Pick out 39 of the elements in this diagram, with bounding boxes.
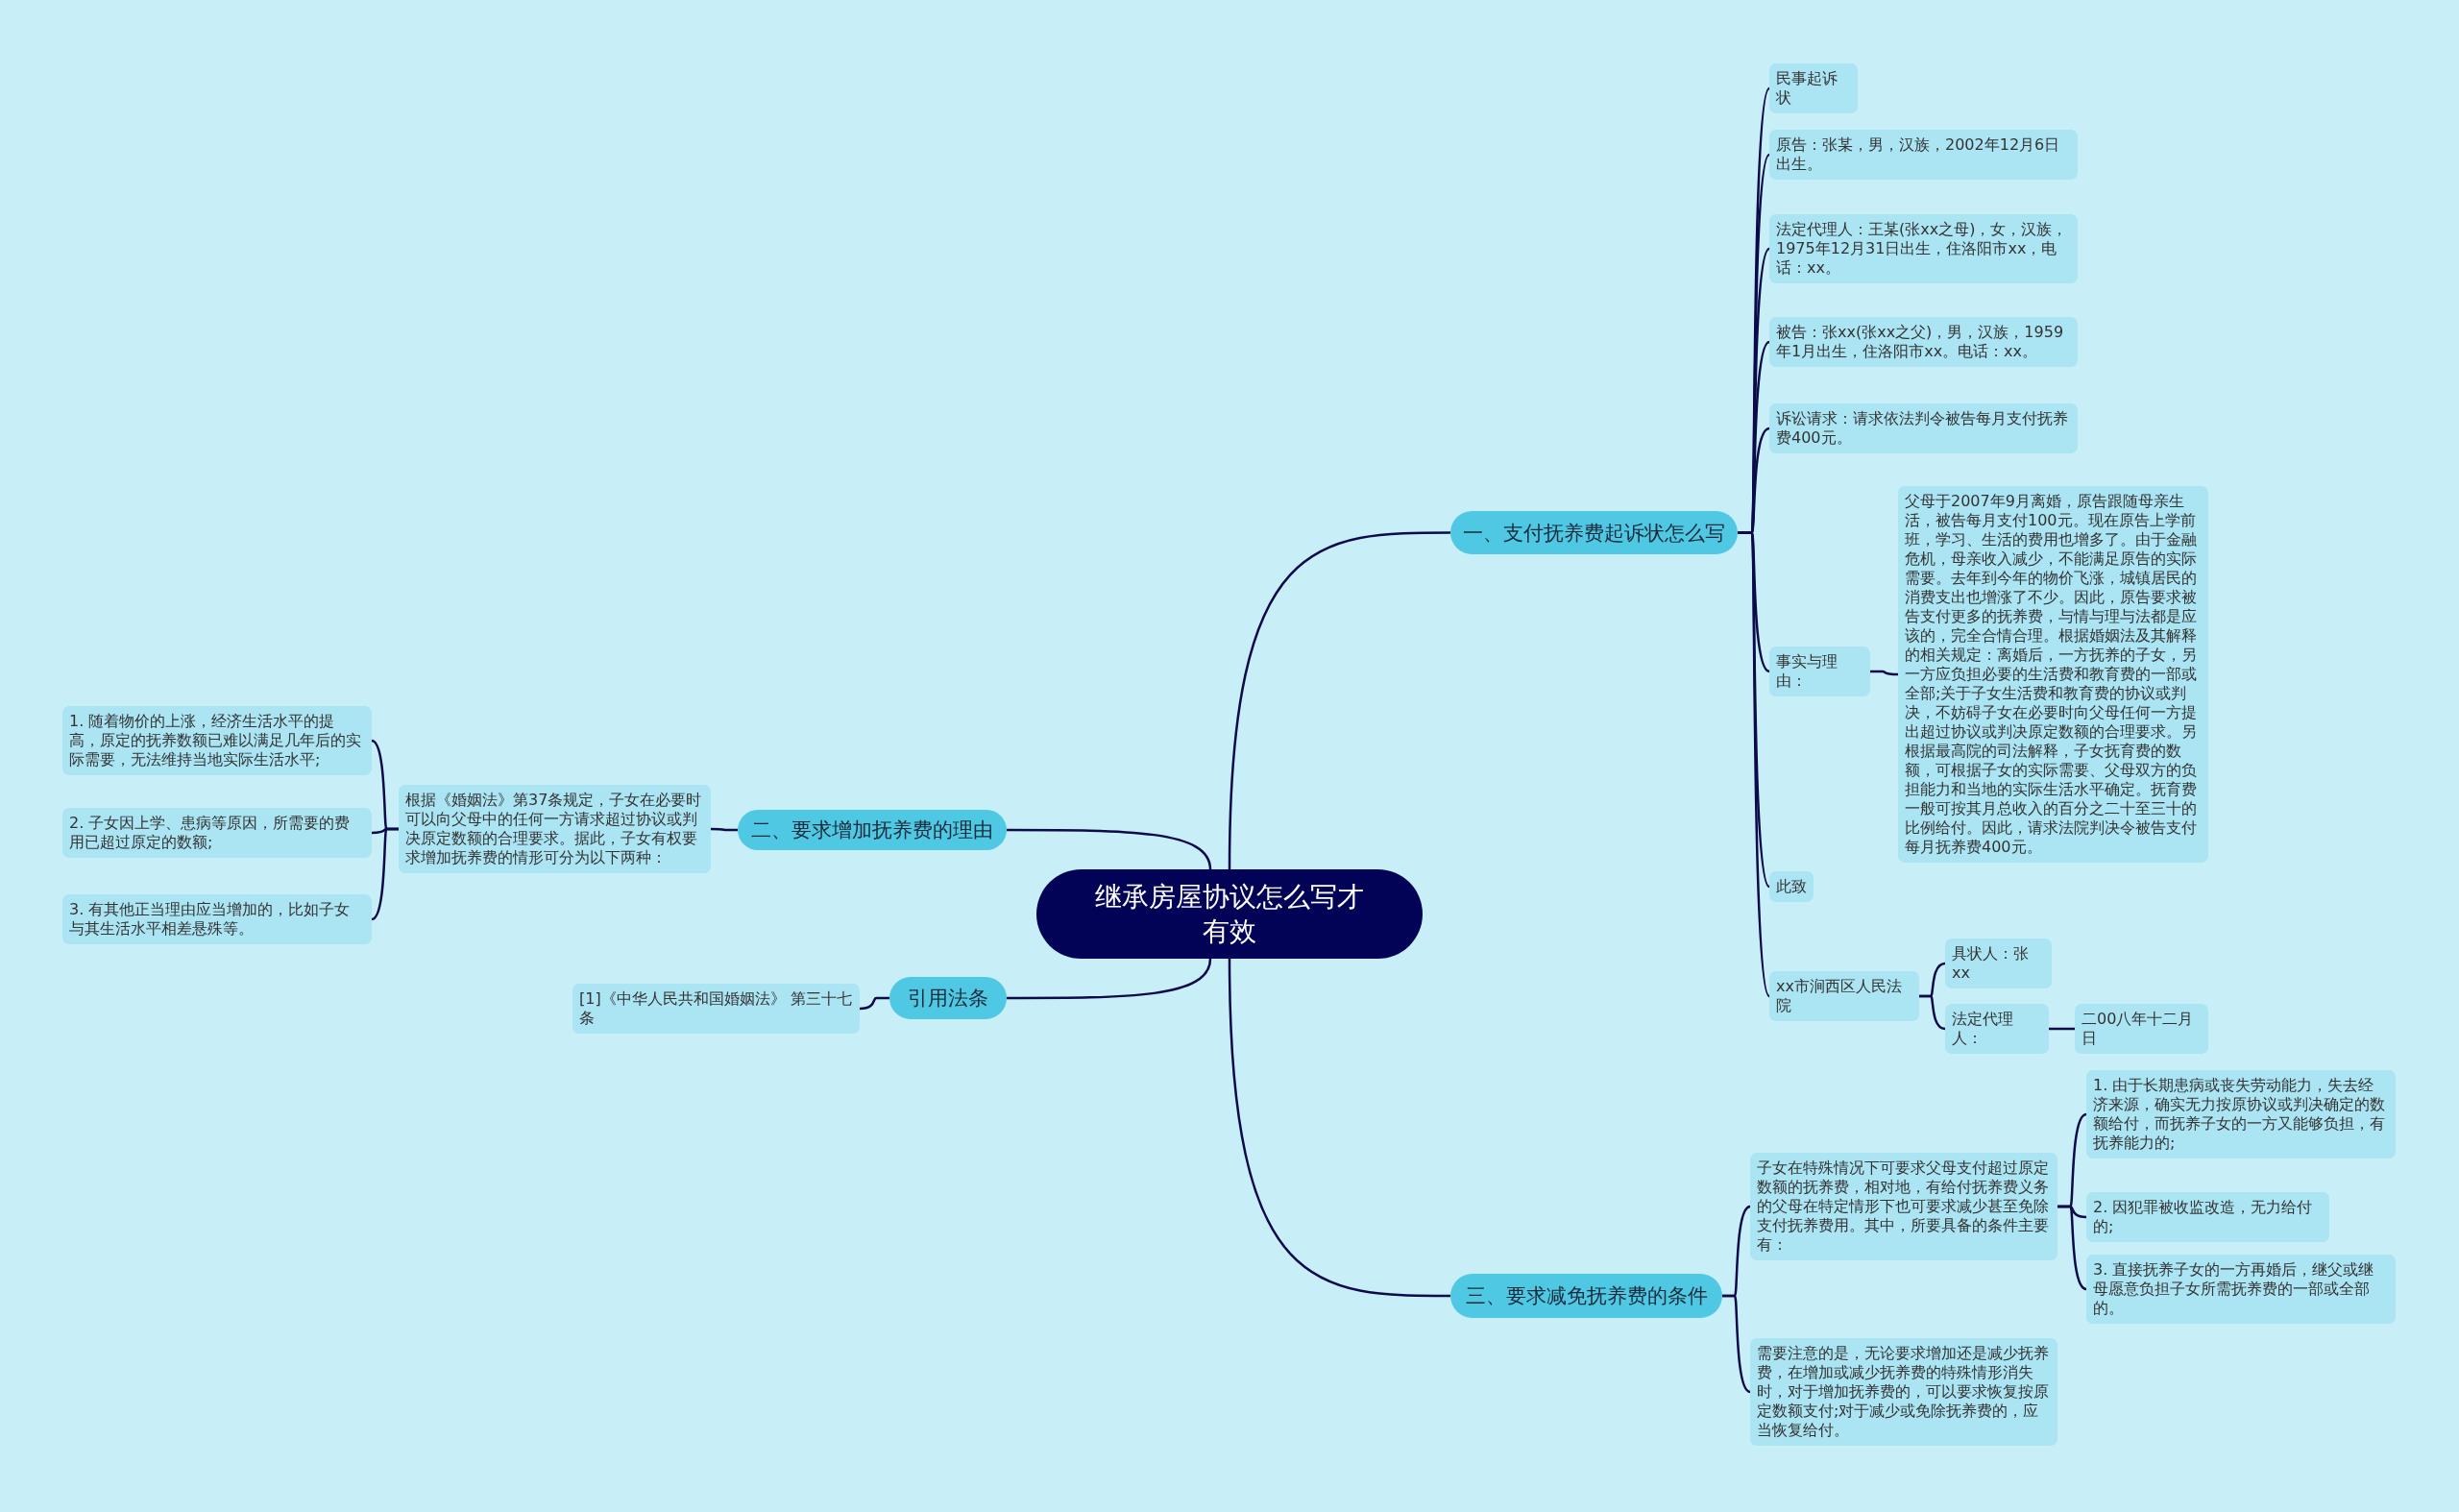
connector-line [711, 827, 738, 832]
connector-line [1228, 958, 1450, 1298]
topic-box: 1. 由于长期患病或丧失劳动能力，失去经济来源，确实无力按原协议或判决确定的数额给付，而抚养子女的一方又能够负担，有抚养能力的; [2086, 1070, 2396, 1158]
connector-line [1007, 958, 1212, 1000]
topic-box: 原告：张某，男，汉族，2002年12月6日出生。 [1769, 130, 2078, 180]
connector-line [859, 996, 889, 1011]
connector-line [2049, 1027, 2075, 1031]
topic-box: 2. 子女因上学、患病等原因，所需要的费用已超过原定的数额; [62, 808, 372, 858]
central-topic: 继承房屋协议怎么写才有效 [1036, 869, 1423, 959]
topic-box: 民事起诉状 [1769, 63, 1858, 113]
branch-topic: 一、支付抚养费起诉状怎么写 [1450, 511, 1738, 554]
topic-box: 3. 直接抚养子女的一方再婚后，继父或继母愿意负担子女所需抚养费的一部或全部的。 [2086, 1255, 2396, 1324]
branch-topic: 二、要求增加抚养费的理由 [738, 810, 1007, 850]
topic-box: 根据《婚姻法》第37条规定，子女在必要时可以向父母中的任何一方请求超过协议或判决原定数额的合理要求。据此，子女有权要求增加抚养费的情形可分为以下两种： [399, 785, 711, 873]
topic-box: 2. 因犯罪被收监改造，无力给付的; [2086, 1192, 2329, 1242]
topic-box: 诉讼请求：请求依法判令被告每月支付抚养费400元。 [1769, 403, 2078, 453]
topic-box: 被告：张xx(张xx之父)，男，汉族，1959年1月出生，住洛阳市xx。电话：xx。 [1769, 317, 2078, 367]
topic-box: 具状人：张xx [1945, 939, 2052, 988]
topic-box: 事实与理由： [1769, 646, 1870, 696]
branch-topic: 引用法条 [889, 977, 1007, 1019]
topic-box: 法定代理人： [1945, 1004, 2049, 1054]
topic-box: 3. 有其他正当理由应当增加的，比如子女与其生活水平相差悬殊等。 [62, 894, 372, 944]
topic-box: 二00八年十二月日 [2075, 1004, 2208, 1054]
connector-line [1722, 1294, 1751, 1394]
topic-box: 子女在特殊情况下可要求父母支付超过原定数额的抚养费，相对地，有给付抚养费义务的父母在特定情形下也可要求减少甚至免除支付抚养费用。其中，所要具备的条件主要有： [1750, 1153, 2057, 1260]
topic-box: 法定代理人：王某(张xx之母)，女，汉族，1975年12月31日出生，住洛阳市xx，电话：xx。 [1769, 214, 2078, 283]
branch-topic: 三、要求减免抚养费的条件 [1450, 1274, 1722, 1318]
connector-line [1870, 670, 1899, 676]
connector-line [371, 827, 399, 921]
connector-line [2057, 1205, 2087, 1291]
topic-box: xx市涧西区人民法院 [1769, 971, 1919, 1021]
topic-box: [1]《中华人民共和国婚姻法》 第三十七条 [572, 984, 860, 1034]
topic-box: 父母于2007年9月离婚，原告跟随母亲生活，被告每月支付100元。现在原告上学前班，学习、生活的费用也增多了。由于金融危机，母亲收入减少，不能满足原告的实际需要。去年到今年的物价飞涨，城镇居民的消费支出也增涨了不少。因此，原告要求被告支付更多的抚养费，与情与理与法都是应该的，完全合情合理。根据婚姻法及其解释的相关规定：离婚后，一方抚养的子女，另一方应负担必要的生活费和教育费的一部或全部;关于子女生活费和教育费的协议或判决，不妨碍子女在必要时向父母任何一方提出超过协议或判决原定数额的合理要求。另根据最高院的司法解释，子女抚育费的数额，可根据子女的实际需要、父母双方的负担能力和当地的实际生活水平确定。抚育费一般可按其月总收入的百分之二十至三十的比例给付。因此，请求法院判决令被告支付每月抚养费400元。 [1898, 486, 2208, 863]
topic-box: 此致 [1769, 871, 1814, 902]
topic-box: 1. 随着物价的上涨，经济生活水平的提高，原定的抚养数额已难以满足几年后的实际需要，无法维持当地实际生活水平; [62, 706, 372, 775]
connector-line [1228, 531, 1450, 870]
topic-box: 需要注意的是，无论要求增加还是减少抚养费，在增加或减少抚养费的特殊情形消失时，对于增加抚养费的，可以要求恢复按原定数额支付;对于减少或免除抚养费的，应当恢复给付。 [1750, 1338, 2057, 1446]
connector-line [1919, 994, 1946, 1031]
connector-line [1007, 828, 1212, 870]
